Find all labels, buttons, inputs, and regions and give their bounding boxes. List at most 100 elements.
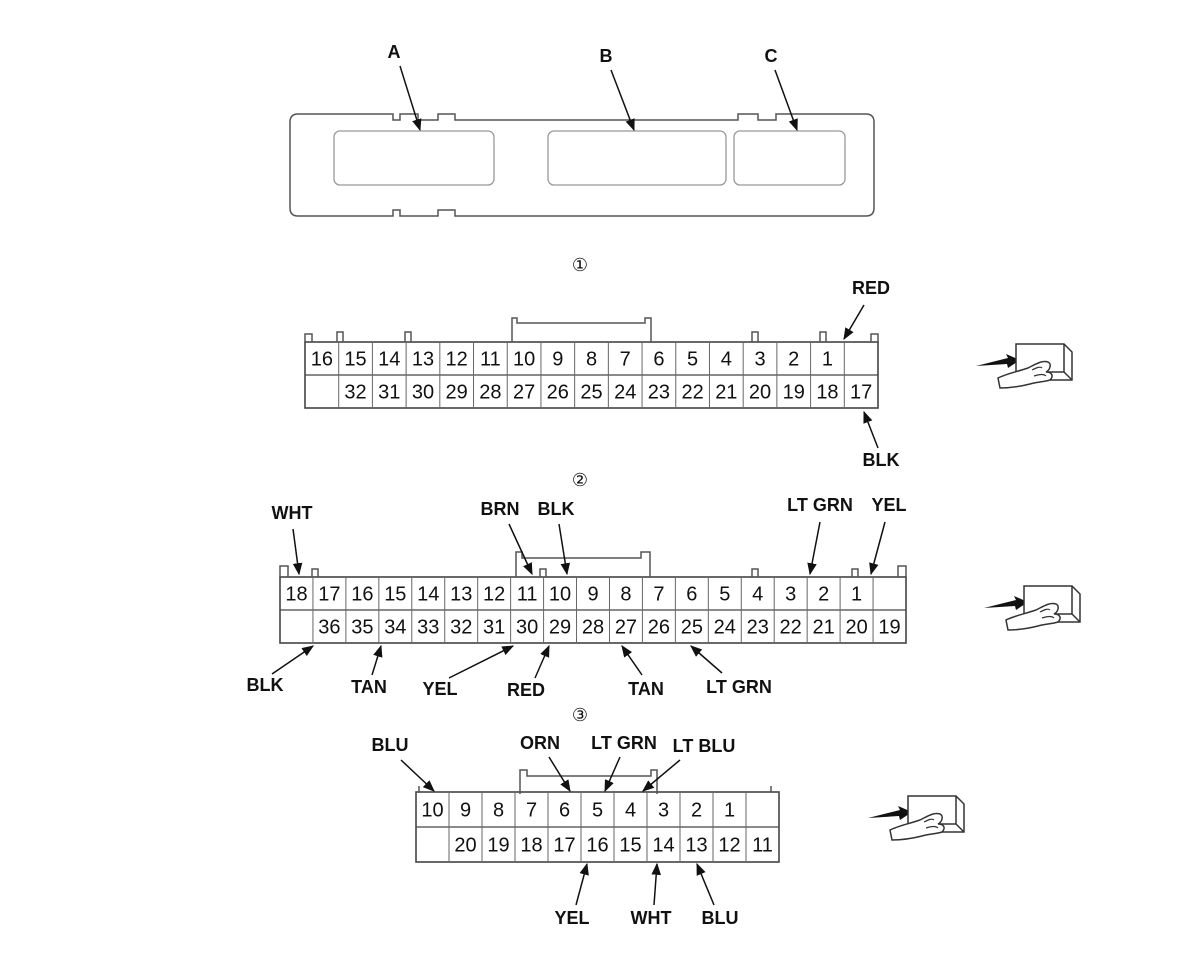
wire-label-1-red: RED [852,278,890,298]
pin-19: 19 [878,617,900,639]
housing-slot-b [547,130,727,186]
wire-label-11-brn: BRN [481,499,520,519]
housing-arrow-c [774,69,798,132]
pin-13: 13 [412,349,434,371]
wire-arrow-13-blu [696,862,715,906]
pin-15: 15 [619,835,641,857]
pin-12: 12 [483,584,505,606]
pin-7: 7 [526,800,537,822]
pin-9: 9 [460,800,471,822]
pin-10: 10 [421,800,443,822]
connector-2-marker: ② [572,470,588,491]
pin-33: 33 [417,617,439,639]
pin-20: 20 [845,617,867,639]
pin-27: 27 [615,617,637,639]
housing-arrow-a [399,65,422,132]
wire-arrow-1-red [843,304,865,341]
wire-label-25-ltgrn: LT GRN [706,677,772,697]
wire-arrow-25-ltgrn [690,645,723,674]
wire-arrow-34-tan [371,644,383,676]
pin-32: 32 [344,382,366,404]
wire-label-4-ltblu: LT BLU [673,736,736,756]
pin-3: 3 [658,800,669,822]
pin-7: 7 [653,584,664,606]
terminal-side-view-icon [867,795,965,841]
wire-arrow-14-wht [651,862,661,906]
wire-arrow-4-ltblu [642,759,681,792]
wire-label-6-orn: ORN [520,733,560,753]
wire-label-17-blk: BLK [863,450,900,470]
pin-14: 14 [378,349,400,371]
wire-label-10-blk: BLK [538,499,575,519]
pin-4: 4 [625,800,636,822]
wire-arrow-17-blk [863,410,879,449]
wire-arrow-6-orn [548,756,571,793]
pin-16: 16 [311,349,333,371]
pin-32: 32 [450,617,472,639]
wire-arrow-30-yel [448,645,515,679]
pin-1: 1 [822,349,833,371]
pin-13: 13 [450,584,472,606]
wire-label-16-yel: YEL [554,908,589,928]
wire-label-3-ltgrn: LT GRN [787,495,853,515]
pin-8: 8 [493,800,504,822]
pin-36: 36 [318,617,340,639]
pin-21: 21 [813,617,835,639]
pin-28: 28 [582,617,604,639]
pin-30: 30 [412,382,434,404]
housing-label-a: A [388,42,401,62]
connector-1-marker: ① [572,255,588,276]
pin-1: 1 [724,800,735,822]
pin-26: 26 [547,382,569,404]
terminal-side-view-icon [983,585,1081,631]
pin-28: 28 [479,382,501,404]
pin-29: 29 [446,382,468,404]
pin-35: 35 [351,617,373,639]
pin-2: 2 [788,349,799,371]
pin-12: 12 [718,835,740,857]
pin-3: 3 [785,584,796,606]
wire-label-13-blu: BLU [702,908,739,928]
pin-11: 11 [480,349,501,371]
wire-arrow-27-tan [621,645,643,676]
pin-23: 23 [648,382,670,404]
pin-5: 5 [687,349,698,371]
pin-19: 19 [783,382,805,404]
pin-17: 17 [318,584,340,606]
wire-label-10-blu: BLU [372,735,409,755]
pin-9: 9 [552,349,563,371]
pin-17: 17 [850,382,872,404]
pin-25: 25 [580,382,602,404]
pin-15: 15 [384,584,406,606]
pin-5: 5 [592,800,603,822]
pin-2: 2 [691,800,702,822]
pin-10: 10 [513,349,535,371]
pin-20: 20 [749,382,771,404]
pin-12: 12 [446,349,468,371]
pin-11: 11 [517,584,538,606]
pin-4: 4 [721,349,732,371]
pin-21: 21 [715,382,737,404]
pin-5: 5 [719,584,730,606]
pin-23: 23 [747,617,769,639]
pin-22: 22 [780,617,802,639]
pin-18: 18 [520,835,542,857]
pin-8: 8 [620,584,631,606]
wire-arrow-36-blk [271,645,314,675]
pin-31: 31 [378,382,400,404]
pin-29: 29 [549,617,571,639]
pin-19: 19 [487,835,509,857]
wire-label-5-ltgrn: LT GRN [591,733,657,753]
wire-arrow-29-red [534,644,550,679]
pin-7: 7 [620,349,631,371]
wire-arrow-11-brn [508,523,533,576]
wire-label-29-red: RED [507,680,545,700]
pin-6: 6 [686,584,697,606]
pin-30: 30 [516,617,538,639]
pin-10: 10 [549,584,571,606]
housing-slot-c [733,130,846,186]
housing-label-b: B [600,46,613,66]
